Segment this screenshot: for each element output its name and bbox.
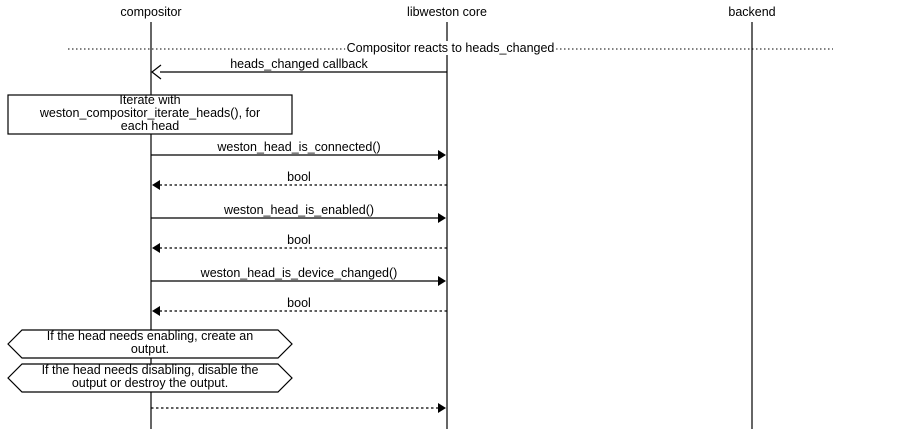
- message-arrowhead-heads-changed-callback: [151, 64, 162, 80]
- message-arrowhead-final-unlabeled-message: [438, 403, 446, 413]
- message-label-weston-head-is-connected: weston_head_is_connected(): [214, 140, 384, 154]
- disable-head-condition-line: If the head needs disabling, disable the: [41, 363, 259, 377]
- message-arrowhead-bool-return-device-changed: [152, 306, 160, 316]
- message-label-weston-head-is-enabled: weston_head_is_enabled(): [220, 203, 378, 217]
- message-arrowhead-bool-return-connected: [152, 180, 160, 190]
- participant-label-compositor[interactable]: compositor: [120, 5, 182, 19]
- iterate-heads-note-shape: [7, 94, 293, 135]
- message-arrowhead-bool-return-enabled: [152, 243, 160, 253]
- iterate-heads-note-line: weston_compositor_iterate_heads(), for: [39, 106, 261, 120]
- message-label-bool-return-connected: bool: [284, 170, 314, 184]
- disable-head-condition-line: output or destroy the output.: [71, 376, 229, 390]
- enable-head-condition-line: output.: [130, 342, 170, 356]
- participant-label-backend[interactable]: backend: [728, 5, 776, 19]
- message-label-heads-changed-callback: heads_changed callback: [227, 57, 371, 71]
- message-arrowhead-weston-head-is-device-changed: [438, 276, 446, 286]
- message-label-weston-head-is-device-changed: weston_head_is_device_changed(): [197, 266, 401, 280]
- message-label-bool-return-device-changed: bool: [284, 296, 314, 310]
- participant-label-libweston-core[interactable]: libweston core: [407, 5, 487, 19]
- disable-head-condition-shape: [7, 363, 293, 393]
- message-arrowhead-weston-head-is-enabled: [438, 213, 446, 223]
- lifelines-group: [150, 22, 753, 429]
- enable-head-condition-shape: [7, 329, 293, 359]
- message-label-bool-return-enabled: bool: [284, 233, 314, 247]
- iterate-heads-note-line: each head: [120, 119, 180, 133]
- message-arrowhead-weston-head-is-connected: [438, 150, 446, 160]
- messages-group: [151, 64, 447, 413]
- divider-label: Compositor reacts to heads_changed: [344, 41, 557, 55]
- notes-group: [7, 94, 293, 393]
- iterate-heads-note-line: Iterate with: [119, 93, 181, 107]
- enable-head-condition-line: If the head needs enabling, create an: [46, 329, 254, 343]
